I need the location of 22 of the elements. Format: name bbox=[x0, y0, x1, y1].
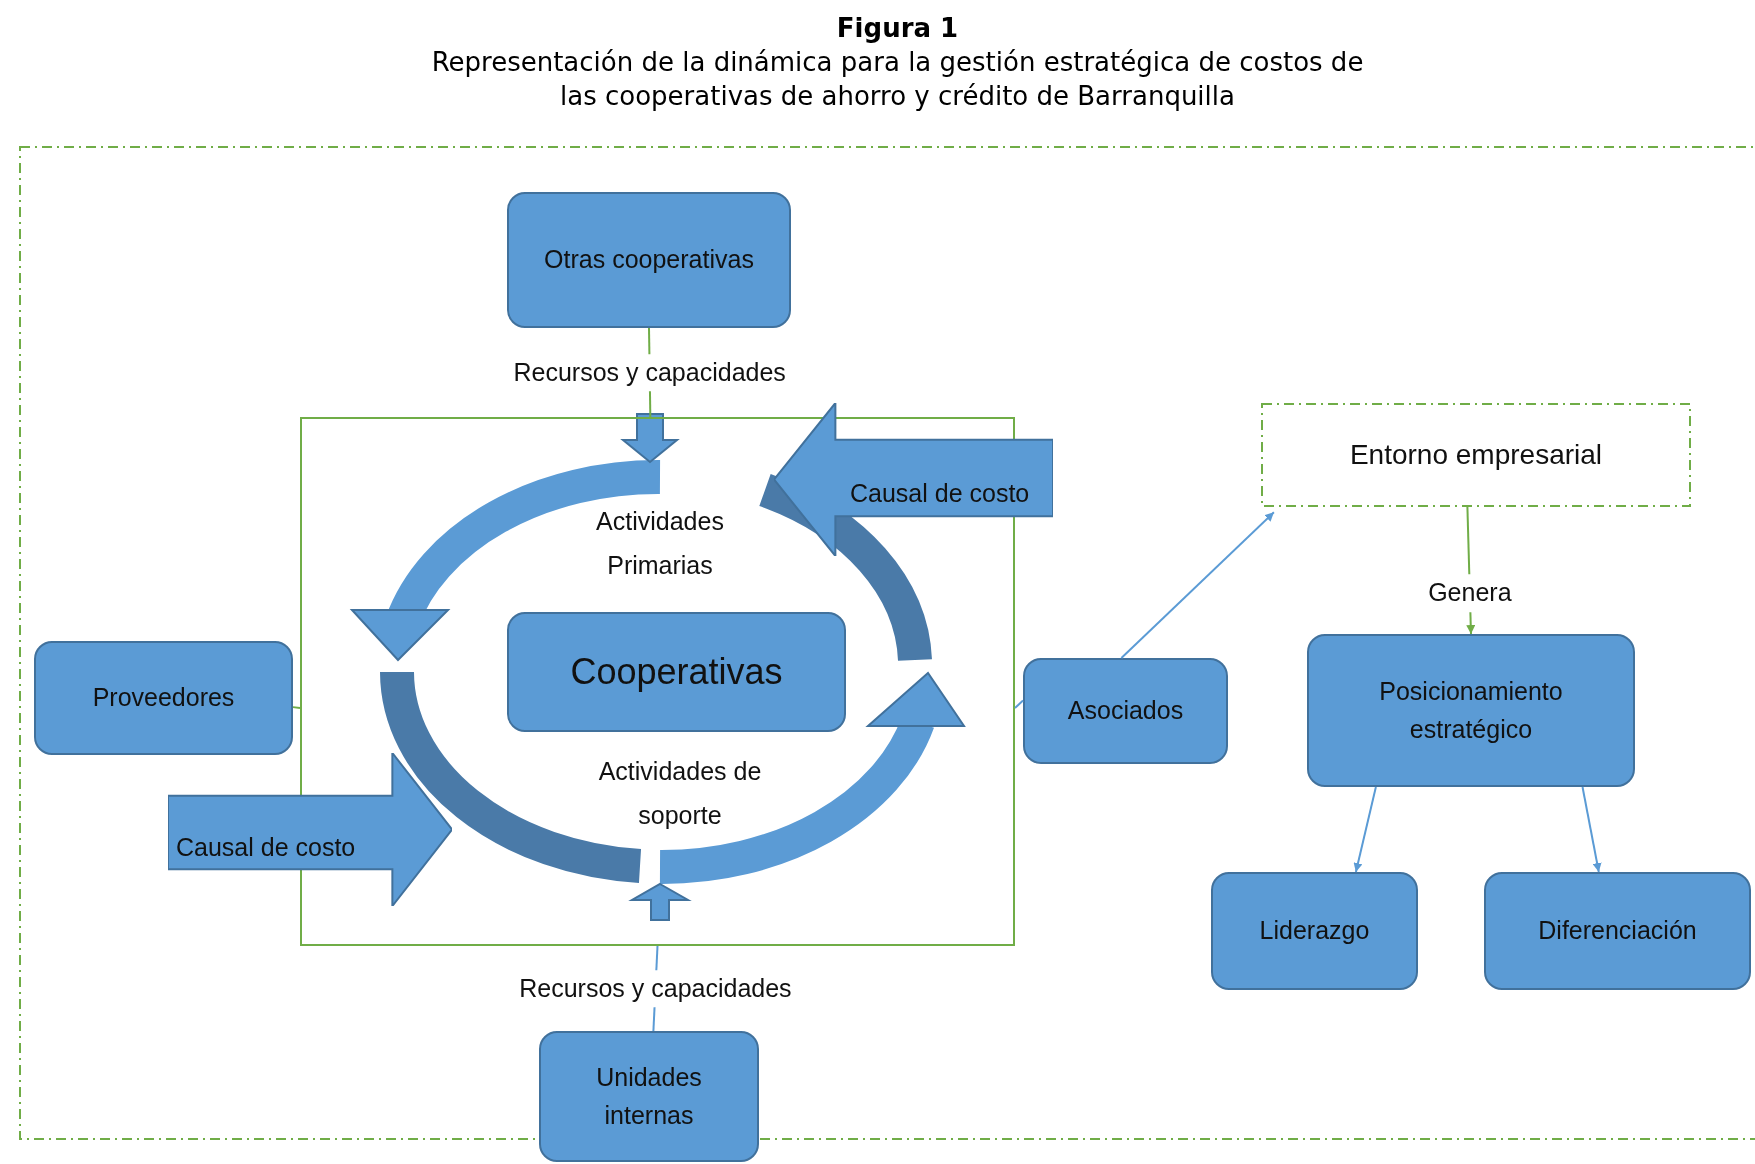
figure-caption: Representación de la dinámica para la gestión estratégica de costos de las cooperativas de ahorro y crédito de Barranquilla bbox=[430, 45, 1365, 113]
dashed-box: Entorno empresarial bbox=[1261, 403, 1691, 507]
arrow-label: Causal de costo bbox=[176, 832, 356, 863]
process-box: Liderazgo bbox=[1211, 872, 1418, 990]
text-label: Actividades de soporte bbox=[597, 756, 763, 831]
process-box: Unidades internas bbox=[539, 1031, 759, 1162]
process-box: Posicionamiento estratégico bbox=[1307, 634, 1635, 787]
process-box: Cooperativas bbox=[507, 612, 846, 732]
process-box: Proveedores bbox=[34, 641, 293, 755]
connector-line bbox=[1353, 786, 1377, 873]
process-box: Otras cooperativas bbox=[507, 192, 791, 328]
block-arrow bbox=[774, 403, 1053, 556]
connector-line bbox=[1120, 511, 1275, 659]
connector-line bbox=[1014, 699, 1024, 709]
arrow-label: Causal de costo bbox=[850, 478, 1030, 509]
connector-line bbox=[1581, 786, 1602, 873]
process-box: Asociados bbox=[1023, 658, 1228, 764]
figure-title: Figura 1 bbox=[836, 12, 959, 45]
text-label: Actividades Primarias bbox=[595, 506, 725, 581]
connector-line bbox=[292, 706, 301, 709]
block-arrow bbox=[168, 753, 452, 906]
process-box: Diferenciación bbox=[1484, 872, 1751, 990]
